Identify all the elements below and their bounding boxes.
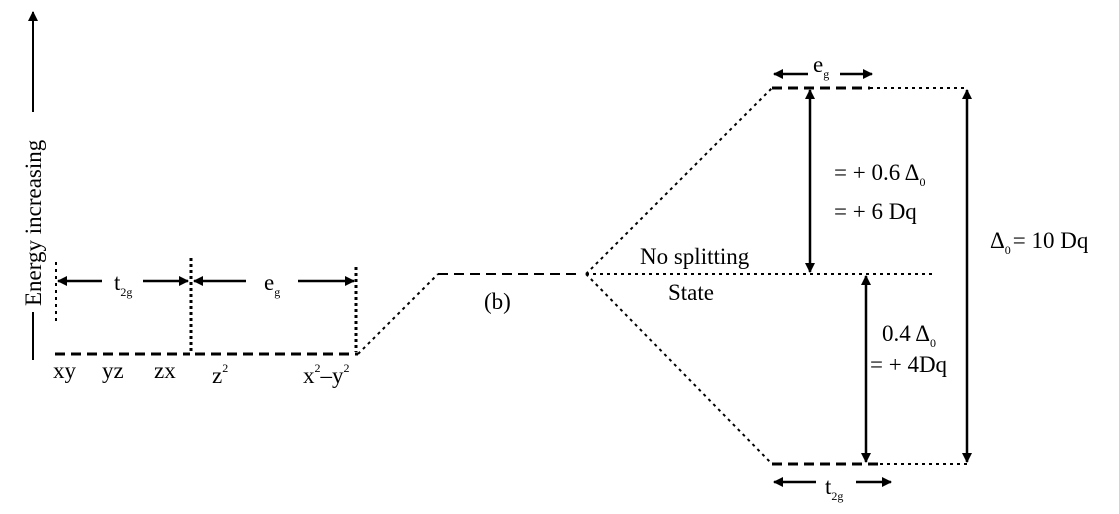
orbital-zx: zx [154,358,176,383]
total-splitting-label: Δ0= 10 Dq [990,228,1089,257]
left-orbital-levels: t2g eg xy yz zx z2 x2–y2 [53,258,358,388]
orbital-yz: yz [102,358,124,383]
left-eg-label: eg [264,270,280,299]
upper-eg-label: eg [813,52,829,81]
lower-energy-line2: = + 4Dq [870,352,948,377]
no-splitting-label: No splitting [640,244,750,269]
lower-energy-line1: 0.4 Δ0 [882,321,936,350]
lower-t2g-label: t2g [825,474,843,503]
orbital-xy: xy [53,358,77,383]
energy-axis: Energy increasing [21,11,46,360]
connector-left-to-center [357,273,439,355]
split-up-diagonal [585,87,773,275]
orbital-x2-y2: x2–y2 [303,361,350,388]
center-level: (b) No splitting State [438,244,932,314]
orbital-z2: z2 [212,361,228,388]
upper-energy-line1: = + 0.6 Δ0 [834,160,925,189]
upper-energy-line2: = + 6 Dq [834,199,917,224]
figure-label: (b) [484,289,511,314]
energy-axis-label: Energy increasing [21,139,46,306]
lower-t2g-level-group: 0.4 Δ0 = + 4Dq t2g [772,275,968,503]
upper-eg-label-mask [808,56,840,80]
upper-eg-level-group: eg = + 0.6 Δ0 = + 6 Dq [772,52,968,273]
state-label: State [668,280,714,305]
lower-t2g-label-mask [816,470,856,500]
split-down-diagonal [585,273,773,465]
total-splitting-group: Δ0= 10 Dq [962,89,1089,463]
left-t2g-label: t2g [114,270,132,299]
